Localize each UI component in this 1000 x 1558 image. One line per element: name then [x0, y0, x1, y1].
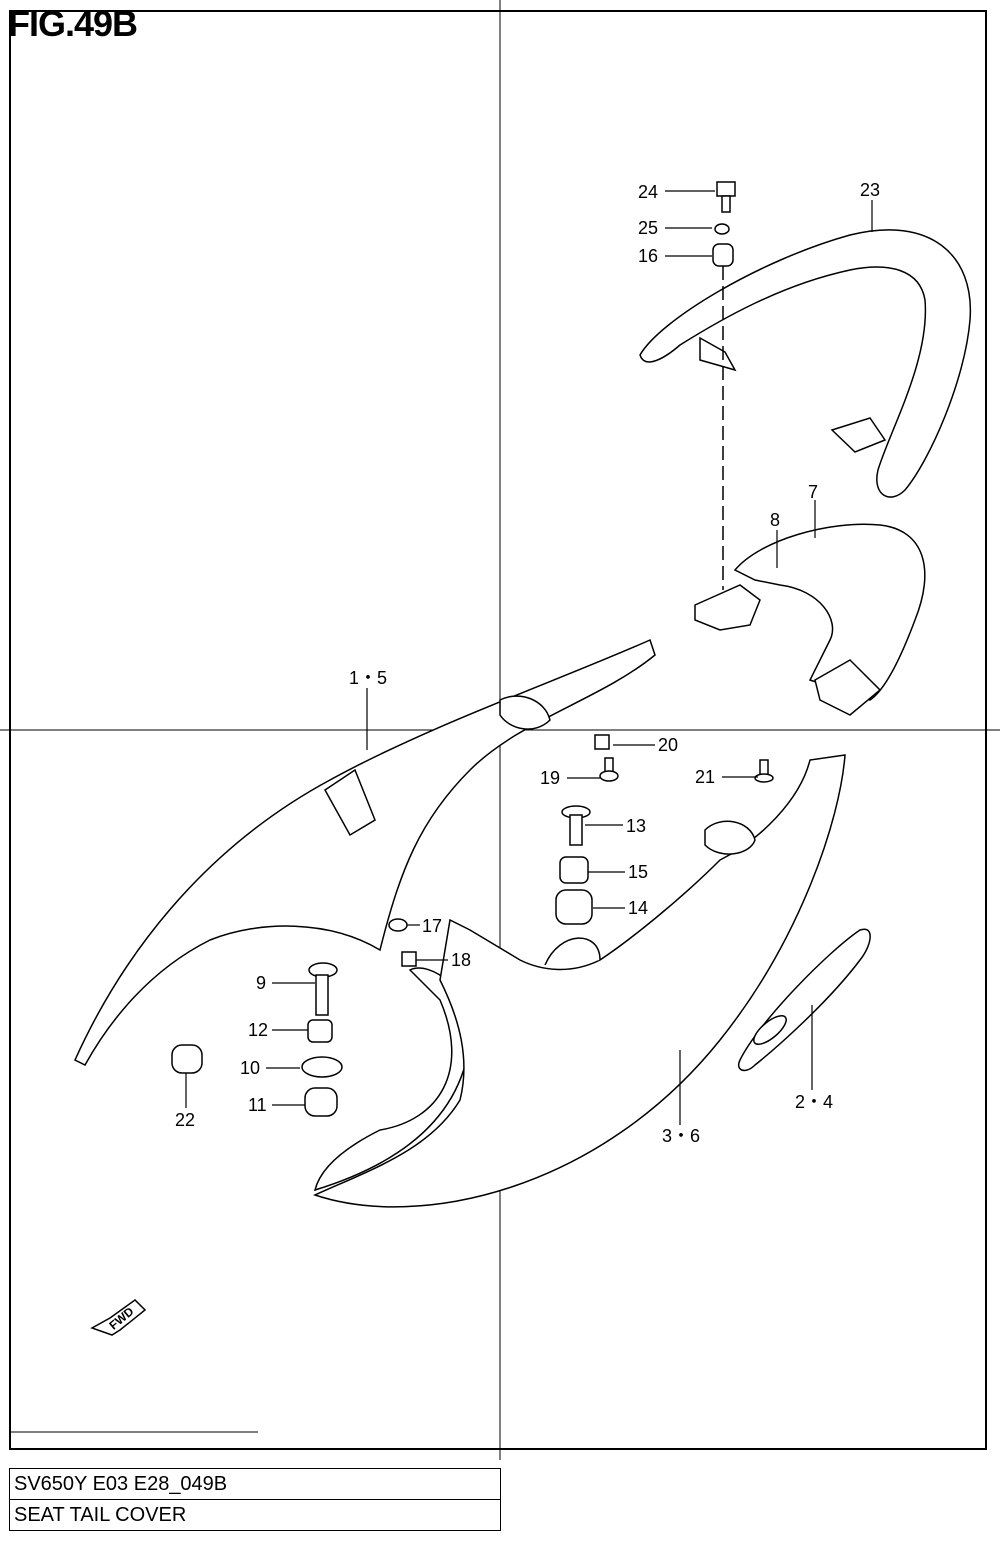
fwd-arrow-icon: FWD	[90, 1299, 147, 1336]
leader-lines	[185, 190, 873, 1125]
callout-1-5: 1・5	[349, 668, 387, 688]
callout-14: 14	[628, 898, 648, 918]
part-name: SEAT TAIL COVER	[9, 1499, 501, 1531]
callout-19: 19	[540, 768, 560, 788]
info-table: SV650Y E03 E28_049B SEAT TAIL COVER	[9, 1468, 501, 1531]
callout-11: 11	[248, 1095, 267, 1115]
callout-23: 23	[860, 180, 880, 200]
callout-13: 13	[626, 816, 646, 836]
callout-12: 12	[248, 1020, 268, 1040]
callout-16: 16	[638, 246, 658, 266]
callout-22: 22	[175, 1110, 195, 1130]
fasteners	[171, 181, 774, 1117]
callout-2-4: 2・4	[795, 1092, 833, 1112]
callout-17: 17	[422, 916, 442, 936]
callouts: 24 25 16 23 7 8 1・5 20 19 21 13 15 14 17…	[175, 180, 880, 1146]
callout-25: 25	[638, 218, 658, 238]
callout-18: 18	[451, 950, 471, 970]
seat-tail-cover	[74, 638, 846, 1208]
grab-rail	[639, 229, 972, 498]
tail-cover	[694, 523, 926, 716]
callout-21: 21	[695, 767, 715, 787]
callout-9: 9	[256, 973, 266, 993]
emblem	[738, 928, 871, 1072]
info-row-model: SV650Y E03 E28_049B	[9, 1468, 501, 1500]
model-code: SV650Y E03 E28_049B	[9, 1468, 501, 1500]
info-row-name: SEAT TAIL COVER	[9, 1499, 501, 1531]
callout-20: 20	[658, 735, 678, 755]
callout-10: 10	[240, 1058, 260, 1078]
callout-15: 15	[628, 862, 648, 882]
callout-3-6: 3・6	[662, 1126, 700, 1146]
callout-7: 7	[808, 482, 818, 502]
callout-8: 8	[770, 510, 780, 530]
callout-24: 24	[638, 182, 658, 202]
